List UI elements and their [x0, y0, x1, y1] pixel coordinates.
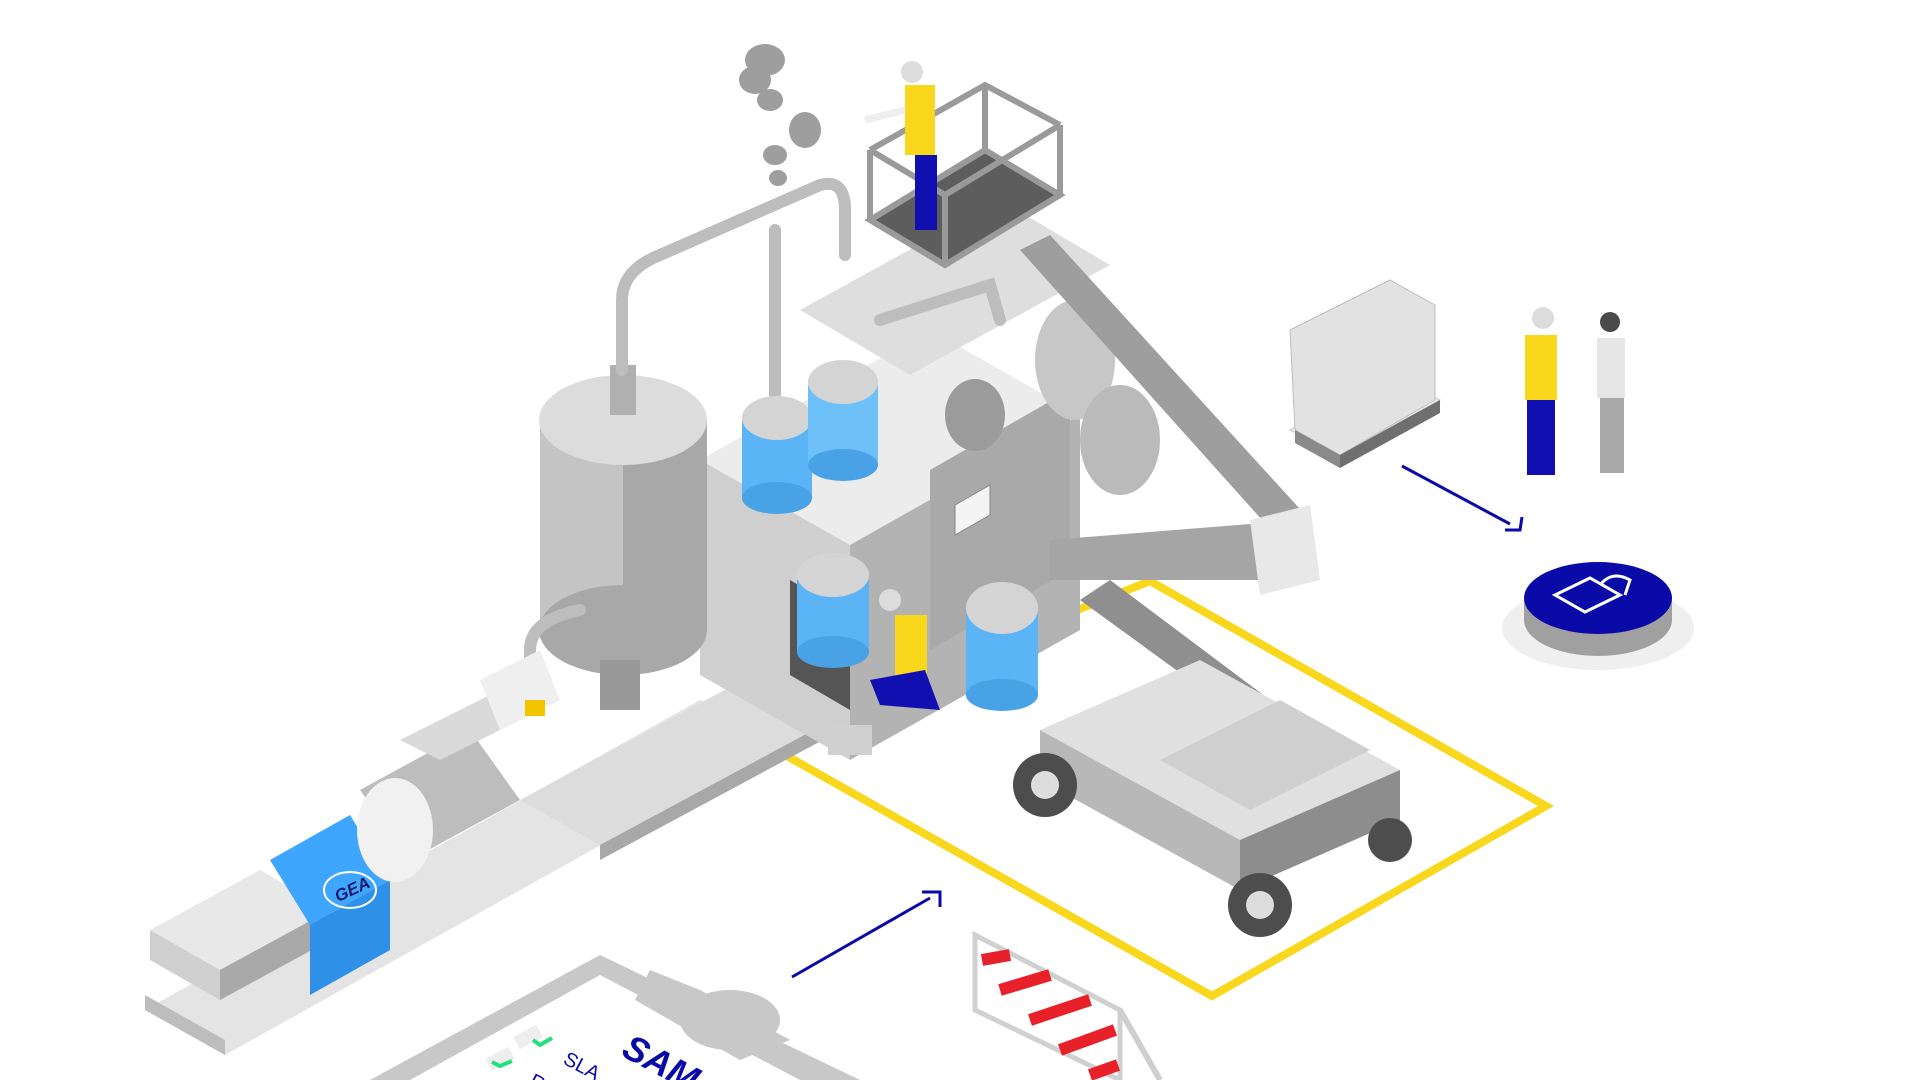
motor-assembly: GEA: [150, 650, 560, 1000]
padlock-icon: [1551, 576, 1624, 614]
blue-tank-2: [808, 360, 878, 481]
check-icon: [531, 1036, 554, 1048]
flow-arrow-right: [1401, 464, 1524, 532]
worker-kneeling: [828, 589, 940, 755]
blue-tank-3: [797, 553, 869, 668]
worker-on-platform: [864, 61, 937, 230]
blue-tank-1: [742, 396, 812, 514]
flow-arrow-up: [791, 890, 942, 979]
smoke-clouds: [739, 44, 821, 186]
manager-person: [1597, 312, 1625, 473]
lockout-lock-badge: [1502, 562, 1694, 670]
work-platform: [864, 81, 1066, 269]
safety-barricade: [972, 930, 1163, 1080]
main-storage-tank: [539, 365, 707, 710]
worker-with-clipboard: [1525, 307, 1557, 475]
blue-drum: [966, 582, 1038, 711]
clipboard-item-r: R: [526, 1070, 549, 1080]
sam-clipboard: SAM SLA R: [370, 955, 860, 1080]
lift-vehicle: [1013, 660, 1412, 937]
pallet-of-bags: [1288, 279, 1442, 468]
check-icon: [491, 1059, 513, 1069]
pipework: [524, 177, 1006, 706]
